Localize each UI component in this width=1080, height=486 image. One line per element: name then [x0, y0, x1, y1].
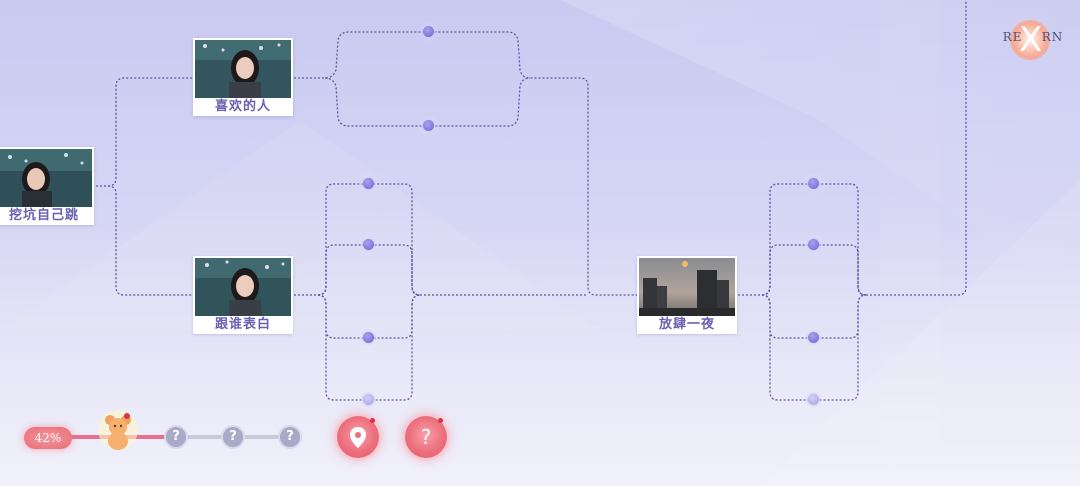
- story-node-night[interactable]: 放肆一夜: [637, 256, 737, 334]
- scene-thumbnail: [639, 258, 735, 316]
- return-logo-button[interactable]: X RE RN: [1002, 18, 1062, 60]
- progress-percent-badge: 42%: [24, 427, 72, 449]
- node-caption: 放肆一夜: [658, 317, 715, 332]
- logo-ring: [1010, 20, 1050, 60]
- node-caption: 喜欢的人: [214, 99, 271, 114]
- map-pin-button[interactable]: [337, 416, 379, 458]
- notification-dot: [370, 418, 375, 423]
- scene-thumbnail: [195, 258, 291, 316]
- help-button[interactable]: ?: [405, 416, 447, 458]
- branch-dot[interactable]: [808, 178, 819, 189]
- story-node-confess[interactable]: 跟谁表白: [193, 256, 293, 334]
- logo-text: RE RN: [1002, 30, 1064, 44]
- branch-dot[interactable]: [363, 239, 374, 250]
- map-pin-icon: [350, 427, 366, 448]
- branch-dot[interactable]: [423, 26, 434, 37]
- locked-chapter-icon[interactable]: ?: [223, 427, 243, 447]
- story-node-like[interactable]: 喜欢的人: [193, 38, 293, 116]
- branch-dot[interactable]: [363, 178, 374, 189]
- locked-chapter-icon[interactable]: ?: [280, 427, 300, 447]
- scene-thumbnail: [195, 40, 291, 98]
- branch-dot[interactable]: [808, 239, 819, 250]
- branch-dot[interactable]: [808, 332, 819, 343]
- node-caption: 跟谁表白: [214, 317, 271, 332]
- scene-thumbnail: [0, 149, 92, 207]
- logo-x-mark: X: [1019, 20, 1043, 60]
- story-node-start[interactable]: 挖坑自己跳: [0, 147, 94, 225]
- branch-dot[interactable]: [363, 332, 374, 343]
- notification-dot: [438, 418, 443, 423]
- branch-dot[interactable]: [363, 394, 374, 405]
- node-caption: 挖坑自己跳: [8, 208, 79, 223]
- branch-dot[interactable]: [808, 394, 819, 405]
- question-icon: ?: [420, 425, 432, 449]
- branch-dot[interactable]: [423, 120, 434, 131]
- locked-chapter-icon[interactable]: ?: [166, 427, 186, 447]
- teddy-bear-icon[interactable]: [98, 408, 138, 454]
